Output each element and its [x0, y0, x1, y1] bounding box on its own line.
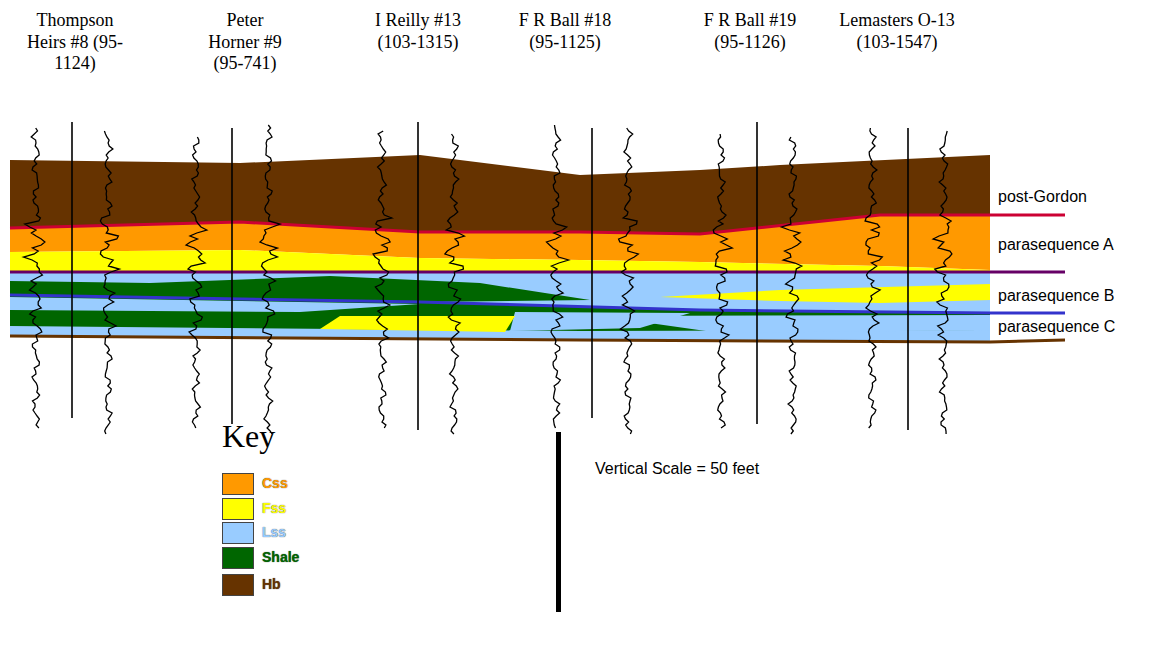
well-name: F R Ball #18 (95-1125) [509, 10, 621, 53]
well-name: Lemasters O-13 (103-1547) [827, 10, 967, 53]
log-trace [865, 128, 882, 428]
legend-text: Hb [262, 576, 281, 592]
unit-label: parasequence C [998, 318, 1115, 336]
log-trace [619, 128, 639, 434]
unit-label: parasequence A [998, 236, 1114, 254]
log-trace [713, 134, 732, 428]
well-line [756, 122, 758, 424]
legend-text: Fss [262, 500, 286, 516]
well-name: Thompson Heirs #8 (95-1124) [19, 10, 131, 75]
well-name: Peter Horner #9 (95-741) [199, 10, 291, 75]
well-line [591, 128, 593, 418]
log-trace [100, 131, 119, 434]
well-line [231, 128, 233, 424]
legend-swatch [222, 522, 254, 544]
legend-text: Css [262, 475, 288, 491]
legend-title: Key [222, 418, 275, 455]
log-trace [445, 134, 464, 434]
legend-swatch [222, 498, 254, 520]
legend-text: Shale [262, 549, 299, 565]
legend-swatch [222, 473, 254, 495]
legend-swatch [222, 547, 254, 569]
log-trace [24, 128, 45, 428]
log-trace [186, 137, 207, 428]
unit-label: parasequence B [998, 287, 1115, 305]
well-line [907, 128, 909, 430]
well-line [417, 122, 419, 430]
legend-swatch [222, 574, 254, 596]
well-line [71, 122, 73, 418]
unit-label: post-Gordon [998, 188, 1087, 206]
log-trace [373, 131, 392, 428]
log-trace [933, 131, 952, 434]
log-trace [782, 137, 802, 434]
legend-text: Lss [262, 524, 286, 540]
log-trace [547, 125, 569, 428]
log-trace [260, 125, 280, 434]
well-name: F R Ball #19 (95-1126) [694, 10, 806, 53]
scale-label: Vertical Scale = 50 feet [595, 460, 759, 478]
well-name: I Reilly #13 (103-1315) [362, 10, 474, 53]
